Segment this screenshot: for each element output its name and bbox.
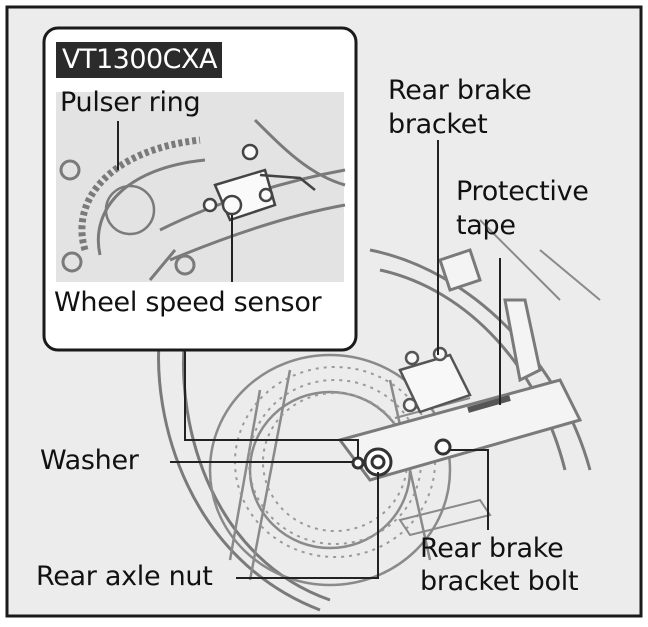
label-rear-axle-nut: Rear axle nut [36, 561, 213, 592]
label-protective-tape-line2: tape [456, 210, 516, 241]
leader-lines [117, 121, 501, 579]
leader-bracket-bolt [450, 449, 489, 530]
label-pulser-ring: Pulser ring [60, 87, 201, 118]
leader-rear-axle-nut [236, 472, 379, 579]
lower-guard [398, 498, 492, 537]
label-washer: Washer [40, 445, 139, 476]
label-rear-brake-bracket-line2: bracket [388, 109, 488, 140]
pulser-ring [59, 136, 206, 276]
label-rear-brake-bracket-bolt-line1: Rear brake [420, 533, 564, 564]
wheel-speed-sensor [202, 143, 316, 222]
bracket-bolt [434, 438, 452, 456]
model-tag: VT1300CXA [56, 42, 222, 78]
leader-washer-inset [184, 350, 359, 458]
protective-tape-strip [467, 395, 511, 413]
label-protective-tape-line1: Protective [456, 176, 589, 207]
label-rear-brake-bracket-bolt-line2: bracket bolt [420, 566, 579, 597]
brake-caliper [398, 346, 472, 414]
label-wheel-speed-sensor: Wheel speed sensor [54, 287, 322, 318]
inset-photo-area [56, 92, 344, 282]
swingarm [337, 248, 583, 482]
label-rear-brake-bracket-line1: Rear brake [388, 75, 532, 106]
